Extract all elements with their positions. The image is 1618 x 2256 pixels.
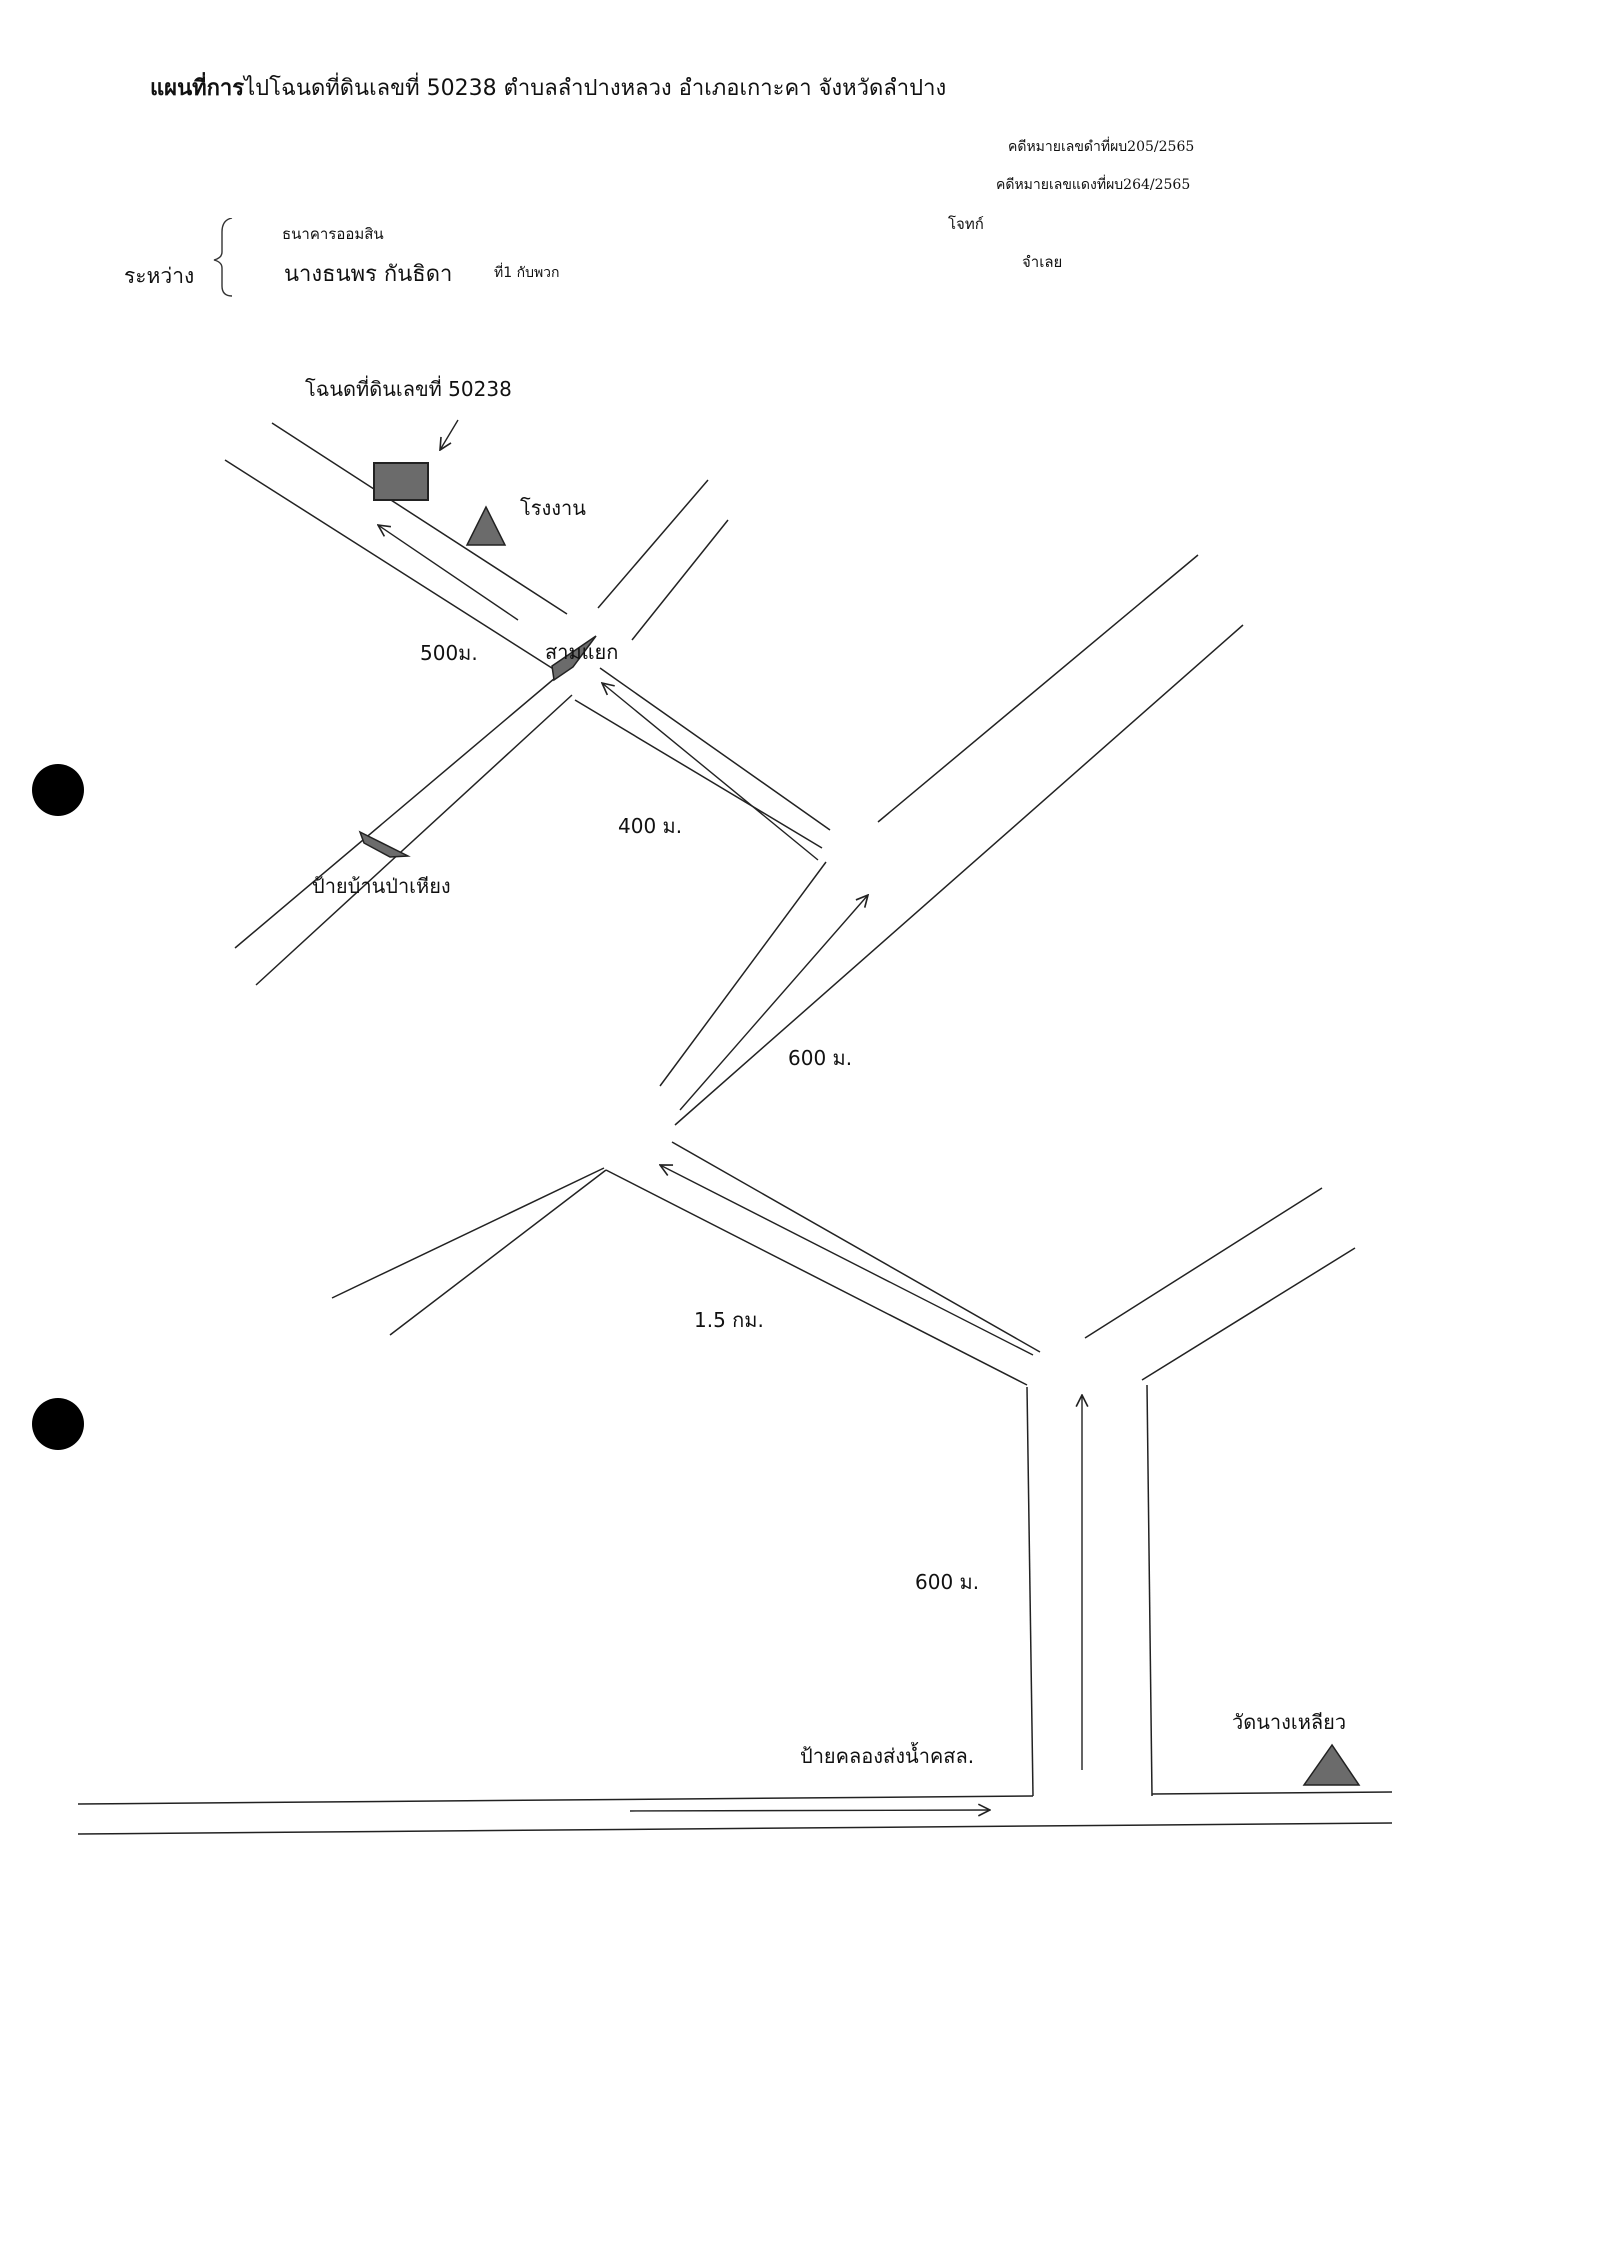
junction-label: สามแยก xyxy=(545,640,619,664)
road-edge xyxy=(234,677,556,949)
case-number-black: คดีหมายเลขดำที่ผบ205/2565 xyxy=(1008,139,1195,155)
road-edge xyxy=(77,1822,1393,1835)
arrow-northeast xyxy=(679,895,868,1111)
road-edge xyxy=(389,1169,607,1336)
road-edge xyxy=(331,1167,605,1299)
village-sign-marker xyxy=(358,830,411,858)
distance-label-600m: 600 ม. xyxy=(788,1046,853,1070)
road-edge xyxy=(1146,1384,1153,1797)
road-edge xyxy=(877,554,1199,823)
punch-hole xyxy=(32,1398,84,1450)
arrow-northwest xyxy=(378,525,519,621)
plaintiff-role: โจทก์ xyxy=(948,215,984,233)
road-edge xyxy=(1141,1247,1356,1381)
factory-label: โรงงาน xyxy=(520,496,586,520)
plaintiff-name: ธนาคารออมสิน xyxy=(282,225,384,243)
land-plot-marker xyxy=(373,462,429,501)
arrow-northwest xyxy=(660,1165,1034,1356)
deed-label: โฉนดที่ดินเลขที่ 50238 xyxy=(305,377,512,401)
arrow-northwest xyxy=(602,683,819,861)
defendant-role: จำเลย xyxy=(1022,253,1063,271)
road-edge xyxy=(671,1141,1041,1353)
roads xyxy=(77,422,1393,1835)
distance-label-600m-south: 600 ม. xyxy=(915,1570,980,1594)
defendant-note: ที่1 กับพวก xyxy=(494,265,560,281)
defendant-name: นางธนพร กันธิดา xyxy=(284,262,453,287)
map-title: แผนที่การไปโฉนดที่ดินเลขที่ 50238 ตำบลลำ… xyxy=(150,70,946,105)
road-edge xyxy=(1151,1791,1393,1795)
road-edge xyxy=(271,422,568,615)
distance-label-400m: 400 ม. xyxy=(618,814,683,838)
junction-sign-marker xyxy=(551,635,597,682)
road-edge xyxy=(631,519,729,641)
road-edge xyxy=(1084,1187,1323,1339)
road-edge xyxy=(574,699,823,849)
road-edge xyxy=(255,694,573,986)
distance-label-500m: 500ม. xyxy=(420,641,478,665)
deed-pointer-arrow xyxy=(440,419,459,450)
distance-label-1-5km: 1.5 กม. xyxy=(694,1308,764,1332)
temple-triangle-icon xyxy=(1302,1743,1361,1786)
map-title-bold: แผนที่การ xyxy=(150,76,245,101)
canal-sign-label: ป้ายคลองส่งน้ำคสล. xyxy=(800,1744,975,1768)
road-edge xyxy=(77,1795,1034,1805)
map-title-rest: ไปโฉนดที่ดินเลขที่ 50238 ตำบลลำปางหลวง อ… xyxy=(244,76,947,101)
arrow-east xyxy=(629,1810,990,1811)
village-sign-label: ป้ายบ้านป่าเหียง xyxy=(312,874,451,898)
between-label: ระหว่าง xyxy=(124,264,195,288)
factory-triangle-icon xyxy=(465,505,507,546)
road-edge xyxy=(224,459,556,671)
road-edge xyxy=(599,667,831,831)
road-edge xyxy=(674,624,1244,1126)
route-arrows xyxy=(378,419,1082,1811)
case-number-red: คดีหมายเลขแดงที่ผบ264/2565 xyxy=(996,177,1191,193)
road-edge xyxy=(659,861,827,1087)
road-edge xyxy=(597,479,709,609)
road-edge xyxy=(605,1169,1028,1386)
temple-label: วัดนางเหลียว xyxy=(1232,1710,1347,1734)
road-edge xyxy=(1026,1386,1034,1797)
party-brace xyxy=(213,218,233,297)
punch-hole xyxy=(32,764,84,816)
